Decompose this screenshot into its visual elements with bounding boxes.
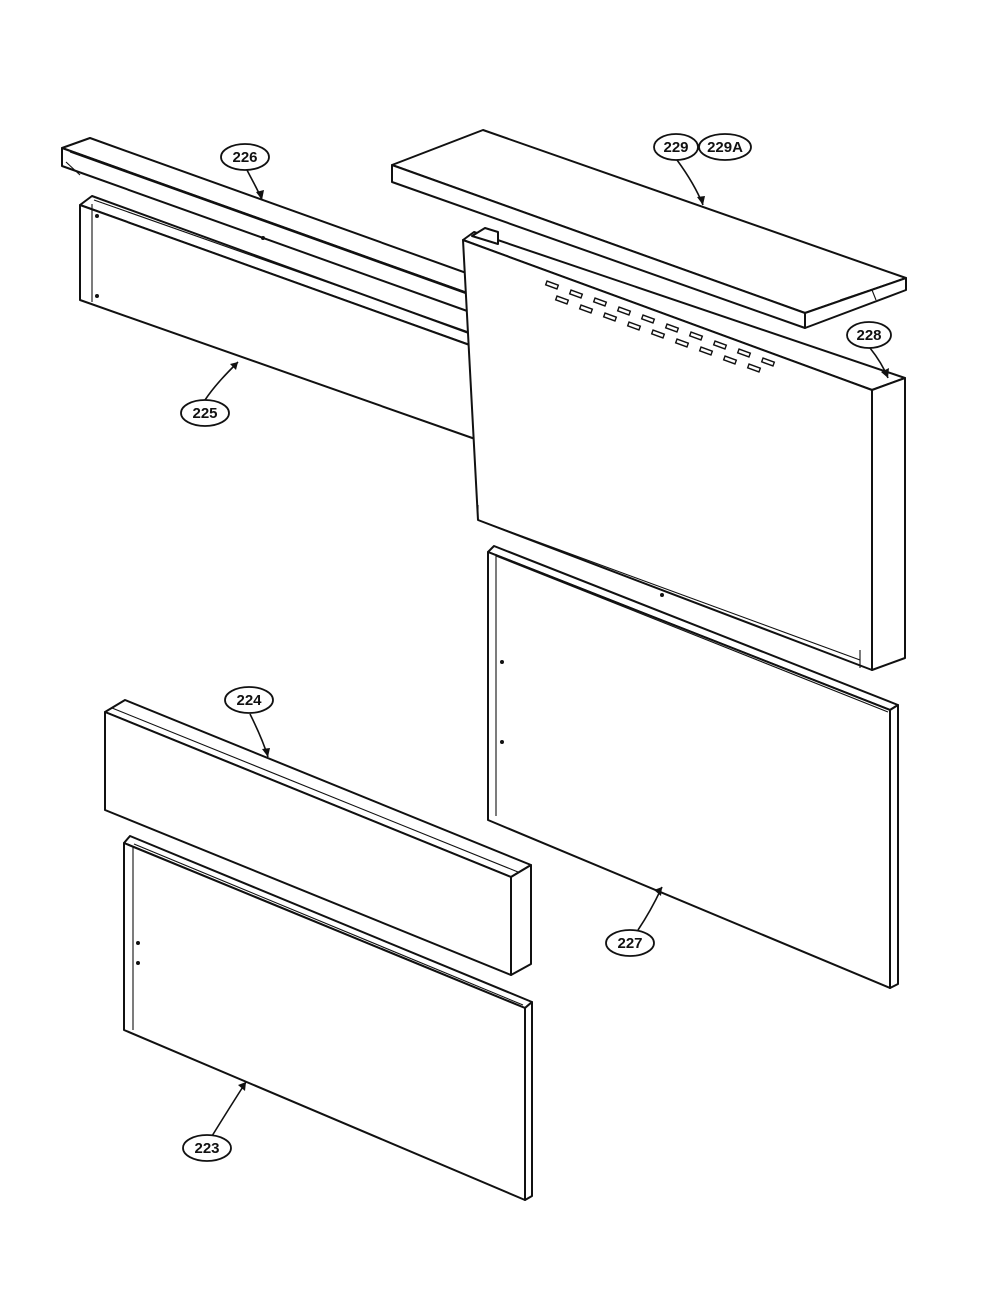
callout-226: 226 [220,143,270,171]
part-223-panel [123,835,533,1201]
callout-224-label: 224 [236,692,262,709]
callout-228-label: 228 [856,327,881,344]
callout-224: 224 [224,686,274,714]
callout-227-label: 227 [617,935,642,952]
callout-229: 229 [653,133,699,161]
callout-227: 227 [605,929,655,957]
leader-lines [204,159,889,1137]
part-229-top-cover [391,129,907,329]
callout-229a: 229A [698,133,752,161]
callout-225-label: 225 [192,405,217,422]
callout-225: 225 [180,399,230,427]
callout-229-label: 229 [663,139,688,156]
part-227-large-panel [487,545,899,989]
callout-223: 223 [182,1134,232,1162]
callout-223-label: 223 [194,1140,219,1157]
callout-229a-label: 229A [707,139,743,156]
part-228-back-panel [462,227,906,671]
callout-226-label: 226 [232,149,257,166]
part-224-top-box [104,699,532,976]
callout-228: 228 [846,321,892,349]
